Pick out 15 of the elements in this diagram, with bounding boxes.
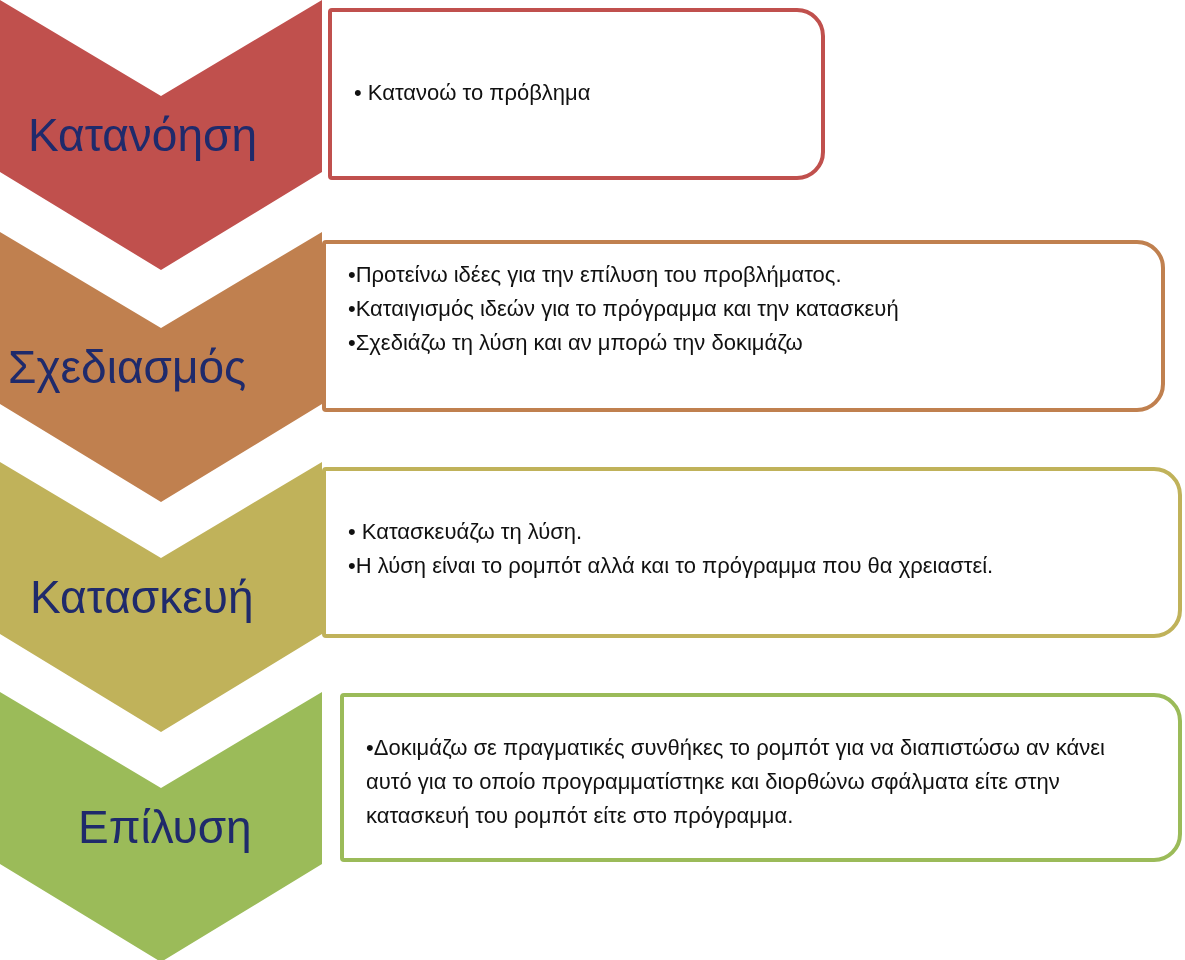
- stage-label: Κατασκευή: [30, 570, 254, 624]
- bullet-text: •Προτείνω ιδέες για την επίλυση του προβλήματος.: [348, 261, 843, 289]
- bullet-text: •Η λύση είναι το ρομπότ αλλά και το πρόγραμμα που θα χρειαστεί.: [348, 552, 995, 580]
- bullet-text: •Καταιγισμός ιδεών για το πρόγραμμα και την κατασκευή: [348, 295, 900, 323]
- content-box: [328, 8, 825, 180]
- bullet-text: • Κατασκευάζω τη λύση.: [348, 518, 584, 546]
- stage-label: Κατανόηση: [28, 108, 257, 162]
- content-box: [340, 693, 1182, 862]
- bullet-text: • Κατανοώ το πρόβλημα: [354, 79, 592, 107]
- content-box: [322, 240, 1165, 412]
- bullet-text: •Δοκιμάζω σε πραγματικές συνθήκες το ρομπότ για να διαπιστώσω αν κάνει αυτό για το οποίο προγραμματίστηκε και διορθώνω σφάλματα είτε στην κατασκευή του ρομπότ είτε στο πρόγραμμα.: [366, 734, 1106, 830]
- stage-label: Επίλυση: [78, 800, 252, 854]
- bullet-text: •Σχεδιάζω τη λύση και αν μπορώ την δοκιμάζω: [348, 329, 804, 357]
- content-box: [322, 467, 1182, 638]
- stage-label: Σχεδιασμός: [8, 340, 247, 394]
